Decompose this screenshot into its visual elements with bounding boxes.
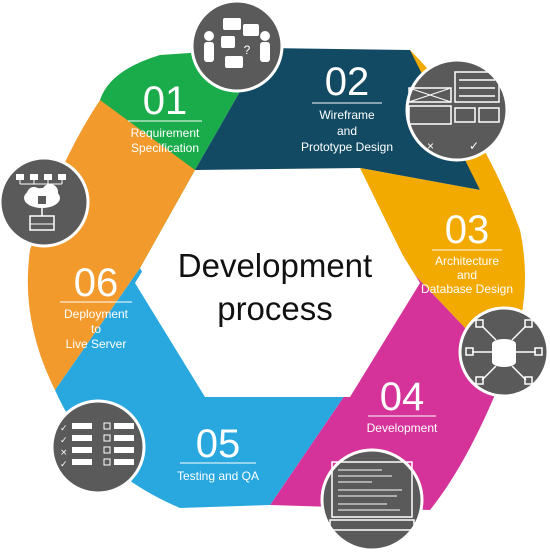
step-06: 06 Deployment to Live Server — [60, 261, 132, 351]
svg-text:✓: ✓ — [469, 139, 479, 153]
discussion-icon: ? — [190, 0, 284, 93]
svg-text:?: ? — [244, 43, 251, 57]
segment-03-shape — [360, 50, 525, 370]
step-01: 01 Requirement Specification — [128, 79, 202, 155]
svg-text:✓: ✓ — [60, 460, 68, 470]
step-06-label-line2: to — [91, 322, 101, 336]
checklist-icon: ✓ ✓ × ✓ — [50, 399, 146, 495]
wireframe-icon: × ✓ — [405, 58, 509, 162]
step-04-label-line1: Development — [367, 421, 438, 435]
step-03-number: 03 — [445, 208, 490, 252]
step-06-label-line1: Deployment — [64, 307, 129, 321]
center-title-line1: Development — [178, 247, 372, 284]
step-05-label-line1: Testing and QA — [177, 469, 259, 483]
step-03-label-line3: Database Design — [421, 282, 513, 296]
center-title-line2: process — [217, 290, 333, 327]
step-03-label-line1: Architecture — [435, 254, 499, 268]
center-hexagon — [135, 170, 420, 397]
step-05-number: 05 — [196, 422, 241, 466]
step-06-number: 06 — [74, 261, 119, 305]
step-01-number: 01 — [143, 79, 188, 123]
svg-text:✓: ✓ — [60, 424, 68, 434]
step-04: 04 Development — [367, 375, 438, 435]
step-04-number: 04 — [380, 375, 425, 419]
cloud-server-icon — [0, 156, 90, 248]
step-01-label-line1: Requirement — [131, 126, 200, 140]
step-02-label-line2: and — [337, 124, 357, 138]
segment-04-shape — [270, 270, 505, 510]
step-01-label-line2: Specification — [131, 141, 199, 155]
segment-02-shape — [195, 48, 480, 190]
step-02-label-line1: Wireframe — [319, 108, 375, 122]
svg-text:×: × — [60, 448, 68, 458]
code-editor-icon — [320, 448, 424, 552]
step-02-label-line3: Prototype Design — [301, 140, 393, 154]
step-02-number: 02 — [325, 60, 370, 104]
svg-text:✓: ✓ — [60, 436, 68, 446]
svg-text:×: × — [427, 139, 434, 153]
step-02: 02 Wireframe and Prototype Design — [301, 60, 393, 154]
step-05: 05 Testing and QA — [177, 422, 259, 483]
database-icon — [458, 306, 550, 398]
step-03-label-line2: and — [457, 268, 477, 282]
step-06-label-line3: Live Server — [66, 337, 127, 351]
step-03: 03 Architecture and Database Design — [421, 208, 513, 296]
